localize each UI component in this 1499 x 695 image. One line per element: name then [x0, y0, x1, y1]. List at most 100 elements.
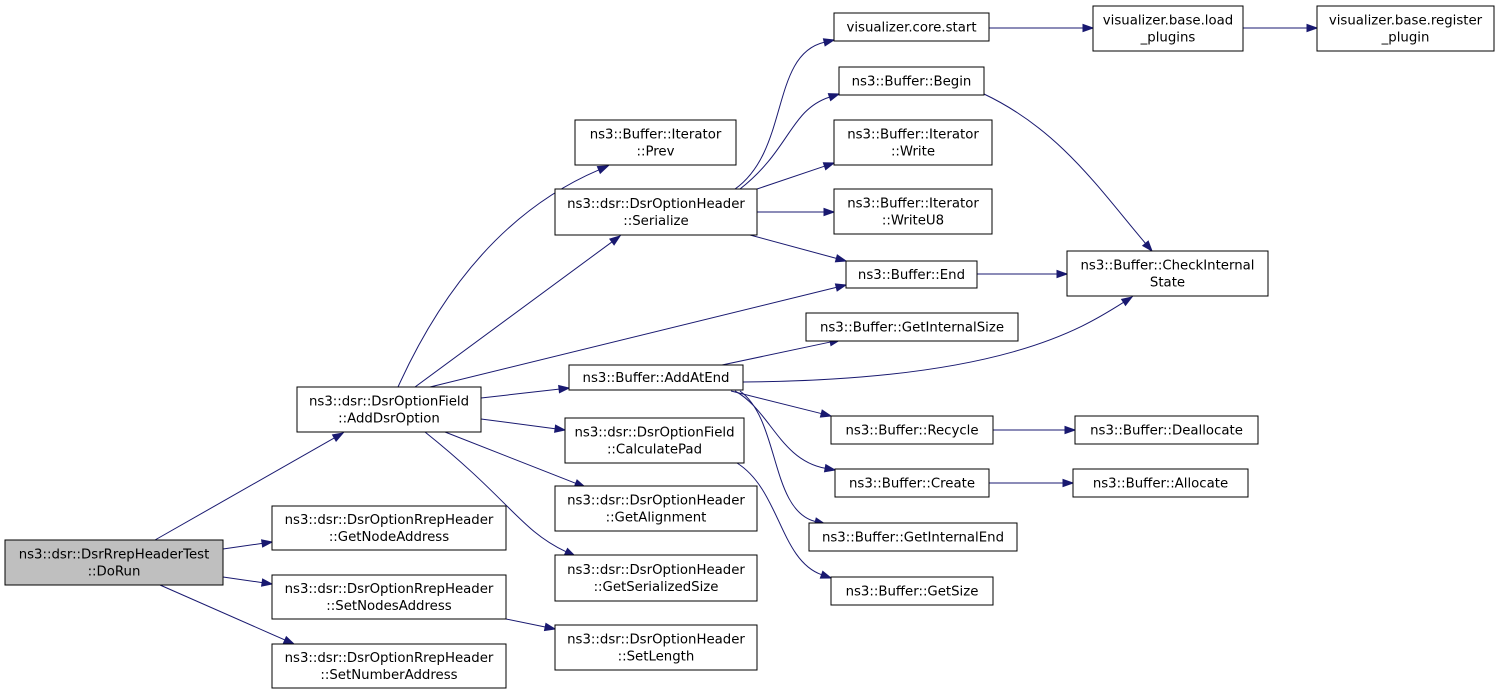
node-write[interactable]: ns3::Buffer::Iterator::Write — [833, 119, 993, 166]
node-dorun[interactable]: ns3::dsr::DsrRrepHeaderTest::DoRun — [4, 539, 224, 586]
node-label: ns3::dsr::DsrRrepHeaderTest — [19, 548, 210, 563]
node-box — [833, 119, 993, 166]
node-registerplugin[interactable]: visualizer.base.register _plugin — [1316, 5, 1495, 52]
node-begin[interactable]: ns3::Buffer::Begin — [838, 66, 985, 96]
node-getinternalsize[interactable]: ns3::Buffer::GetInternalSize — [805, 312, 1019, 342]
edge-addatend-to-create — [734, 390, 826, 469]
edge-loadplugins-to-registerplugin-arrowhead — [1306, 23, 1319, 33]
node-label: ns3::Buffer::Allocate — [1093, 477, 1228, 492]
node-getserializedsize[interactable]: ns3::dsr::DsrOptionHeader::GetSerialized… — [554, 554, 758, 602]
node-label: visualizer.base.load — [1103, 14, 1233, 29]
node-corestart[interactable]: visualizer.core.start — [833, 12, 990, 42]
edge-adddsroption-to-end — [429, 286, 837, 388]
node-label: ::Prev — [637, 145, 675, 160]
node-getalignment[interactable]: ns3::dsr::DsrOptionHeader::GetAlignment — [554, 485, 758, 532]
edge-dorun-to-adddsroption-arrowhead — [331, 432, 345, 442]
node-box — [554, 188, 758, 236]
node-box — [554, 554, 758, 602]
node-serialize[interactable]: ns3::dsr::DsrOptionHeader::Serialize — [554, 188, 758, 236]
node-label: ns3::Buffer::GetSize — [846, 585, 979, 600]
edge-adddsroption-to-calculatepad — [480, 418, 556, 430]
node-deallocate[interactable]: ns3::Buffer::Deallocate — [1074, 415, 1259, 445]
node-label: ns3::Buffer::End — [858, 268, 965, 283]
node-box — [271, 643, 507, 689]
node-label: ns3::Buffer::CheckInternal — [1080, 259, 1254, 274]
node-adddsroption[interactable]: ns3::dsr::DsrOptionField::AddDsrOption — [296, 386, 482, 433]
node-label: visualizer.base.register — [1329, 14, 1483, 29]
node-box — [1072, 468, 1249, 498]
node-box — [296, 386, 482, 433]
edge-addatend-to-checkinternalstate — [742, 301, 1124, 383]
node-label: ns3::Buffer::Iterator — [590, 128, 722, 143]
node-label: ns3::dsr::DsrOptionField — [309, 395, 469, 410]
node-label: ::GetSerializedSize — [594, 580, 719, 595]
node-box — [1316, 5, 1495, 52]
node-create[interactable]: ns3::Buffer::Create — [834, 468, 990, 498]
node-recycle[interactable]: ns3::Buffer::Recycle — [830, 415, 994, 445]
node-allocate[interactable]: ns3::Buffer::Allocate — [1072, 468, 1249, 498]
node-label: ns3::dsr::DsrOptionHeader — [567, 197, 745, 212]
edge-adddsroption-to-addatend-arrowhead — [558, 384, 571, 394]
node-label: ns3::Buffer::Recycle — [845, 424, 978, 439]
node-box — [830, 415, 994, 445]
node-getinternalend[interactable]: ns3::Buffer::GetInternalEnd — [808, 522, 1018, 552]
edge-recycle-to-deallocate-arrowhead — [1064, 425, 1077, 435]
edge-adddsroption-to-prev — [397, 169, 599, 388]
node-box — [830, 576, 994, 606]
node-label: ns3::dsr::DsrOptionField — [574, 426, 734, 441]
node-setlength[interactable]: ns3::dsr::DsrOptionHeader::SetLength — [554, 624, 758, 671]
node-label: _plugin — [1381, 31, 1430, 46]
node-prev[interactable]: ns3::Buffer::Iterator::Prev — [574, 119, 737, 166]
edge-addatend-to-getsize-arrowhead — [819, 570, 833, 579]
call-graph-nodes: ns3::dsr::DsrRrepHeaderTest::DoRunns3::d… — [4, 5, 1495, 689]
node-box — [1074, 415, 1259, 445]
edge-adddsroption-to-getserializedsize — [424, 431, 567, 553]
node-addatend[interactable]: ns3::Buffer::AddAtEnd — [568, 364, 744, 391]
edge-serialize-to-write — [756, 165, 825, 190]
node-label: ns3::dsr::DsrOptionRrepHeader — [285, 651, 494, 666]
edge-setnodesaddress-to-setlength — [505, 618, 546, 628]
node-label: ::CalculatePad — [607, 443, 702, 458]
edge-dorun-to-getnodeaddress-arrowhead — [260, 539, 274, 548]
node-label: ns3::Buffer::Iterator — [847, 128, 979, 143]
edge-dorun-to-getnodeaddress — [222, 542, 263, 550]
edge-addatend-to-recycle-arrowhead — [819, 409, 833, 418]
node-box — [1066, 250, 1269, 297]
edge-addatend-to-getinternalsize — [721, 341, 831, 366]
node-box — [271, 574, 507, 620]
node-label: ns3::dsr::DsrOptionHeader — [567, 563, 745, 578]
edge-corestart-to-loadplugins-arrowhead — [1082, 23, 1095, 33]
edge-serialize-to-corestart-arrowhead — [822, 38, 836, 47]
edge-serialize-to-writeu8-arrowhead — [823, 207, 836, 217]
node-box — [838, 66, 985, 96]
node-box — [845, 260, 978, 289]
node-label: ::GetNodeAddress — [329, 530, 449, 545]
node-getsize[interactable]: ns3::Buffer::GetSize — [830, 576, 994, 606]
node-label: ns3::Buffer::Iterator — [847, 197, 979, 212]
node-box — [833, 12, 990, 42]
node-end[interactable]: ns3::Buffer::End — [845, 260, 978, 289]
node-box — [805, 312, 1019, 342]
node-box — [554, 624, 758, 671]
node-setnumberaddress[interactable]: ns3::dsr::DsrOptionRrepHeader::SetNumber… — [271, 643, 507, 689]
edge-adddsroption-to-addatend — [480, 388, 560, 399]
node-label: ::Serialize — [623, 214, 688, 229]
edge-serialize-to-end-arrowhead — [834, 254, 848, 263]
node-label: ns3::dsr::DsrOptionRrepHeader — [285, 513, 494, 528]
node-label: ::SetNodesAddress — [326, 599, 451, 614]
node-loadplugins[interactable]: visualizer.base.load_plugins — [1092, 5, 1244, 52]
node-box — [564, 417, 745, 464]
edge-addatend-to-checkinternalstate-arrowhead — [1120, 296, 1134, 307]
edge-dorun-to-setnumberaddress — [159, 584, 286, 641]
node-setnodesaddress[interactable]: ns3::dsr::DsrOptionRrepHeader::SetNodesA… — [271, 574, 507, 620]
node-label: ns3::dsr::DsrOptionHeader — [567, 494, 745, 509]
node-calculatepad[interactable]: ns3::dsr::DsrOptionField::CalculatePad — [564, 417, 745, 464]
node-getnodeaddress[interactable]: ns3::dsr::DsrOptionRrepHeader::GetNodeAd… — [271, 505, 507, 551]
edge-addatend-to-recycle — [730, 390, 822, 415]
node-writeu8[interactable]: ns3::Buffer::Iterator::WriteU8 — [833, 188, 993, 235]
node-label: ns3::dsr::DsrOptionRrepHeader — [285, 582, 494, 597]
edge-setnodesaddress-to-setlength-arrowhead — [543, 622, 557, 632]
node-box — [1092, 5, 1244, 52]
